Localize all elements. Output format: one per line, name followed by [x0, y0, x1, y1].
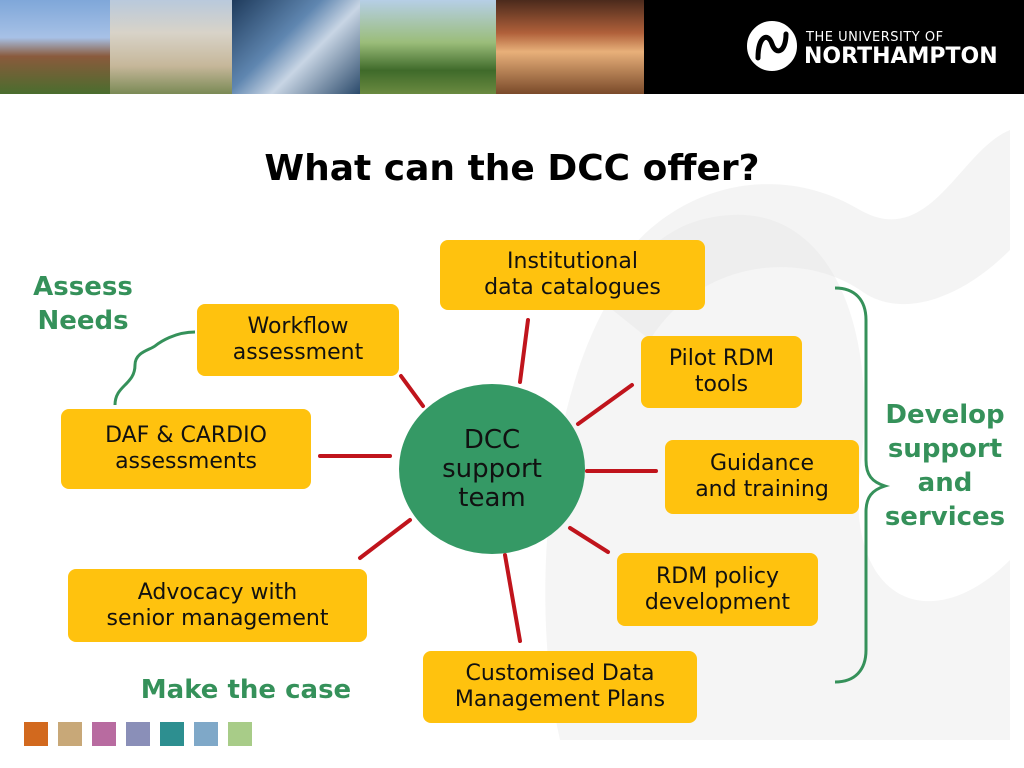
- label-assess-needs: Assess Needs: [33, 272, 133, 336]
- box-workflow-assessment: Workflow assessment: [197, 304, 399, 376]
- header-banner: THE UNIVERSITY OF NORTHAMPTON: [0, 0, 1024, 94]
- box-daf-cardio-assessments: DAF & CARDIO assessments: [61, 409, 311, 489]
- footer-square: [160, 722, 184, 746]
- box-advocacy-senior-management: Advocacy with senior management: [68, 569, 367, 642]
- connector-advocacy: [358, 518, 412, 560]
- footer-square: [92, 722, 116, 746]
- campus-photo-4: [360, 0, 496, 94]
- label-make-the-case: Make the case: [140, 675, 352, 705]
- assess-brace: [113, 330, 196, 406]
- university-crest-icon: [745, 19, 799, 73]
- footer-square: [194, 722, 218, 746]
- connector-catalogues: [518, 318, 530, 384]
- box-institutional-data-catalogues: Institutional data catalogues: [440, 240, 705, 310]
- campus-photo-3: [232, 0, 360, 94]
- hub-dcc-support-team: DCC support team: [399, 384, 585, 554]
- campus-photo-2: [110, 0, 232, 94]
- box-guidance-and-training: Guidance and training: [665, 440, 859, 514]
- connector-workflow: [399, 374, 425, 408]
- footer-square: [58, 722, 82, 746]
- campus-photo-1: [0, 0, 110, 94]
- slide-title: What can the DCC offer?: [264, 148, 760, 189]
- logo-text-line2: NORTHAMPTON: [804, 44, 998, 69]
- box-customised-dmp: Customised Data Management Plans: [423, 651, 697, 723]
- develop-brace: [834, 286, 891, 684]
- logo-text-line1: THE UNIVERSITY OF: [806, 30, 944, 45]
- campus-photo-5: [496, 0, 644, 94]
- footer-square: [228, 722, 252, 746]
- footer-square: [24, 722, 48, 746]
- footer-square: [126, 722, 150, 746]
- connector-pilot: [576, 383, 634, 426]
- connector-policy: [568, 526, 610, 554]
- connector-dmp: [503, 553, 522, 643]
- university-logo: THE UNIVERSITY OF NORTHAMPTON: [744, 16, 1004, 76]
- box-pilot-rdm-tools: Pilot RDM tools: [641, 336, 802, 408]
- box-rdm-policy-development: RDM policy development: [617, 553, 818, 626]
- label-develop-support: Develop support and services: [884, 400, 1006, 532]
